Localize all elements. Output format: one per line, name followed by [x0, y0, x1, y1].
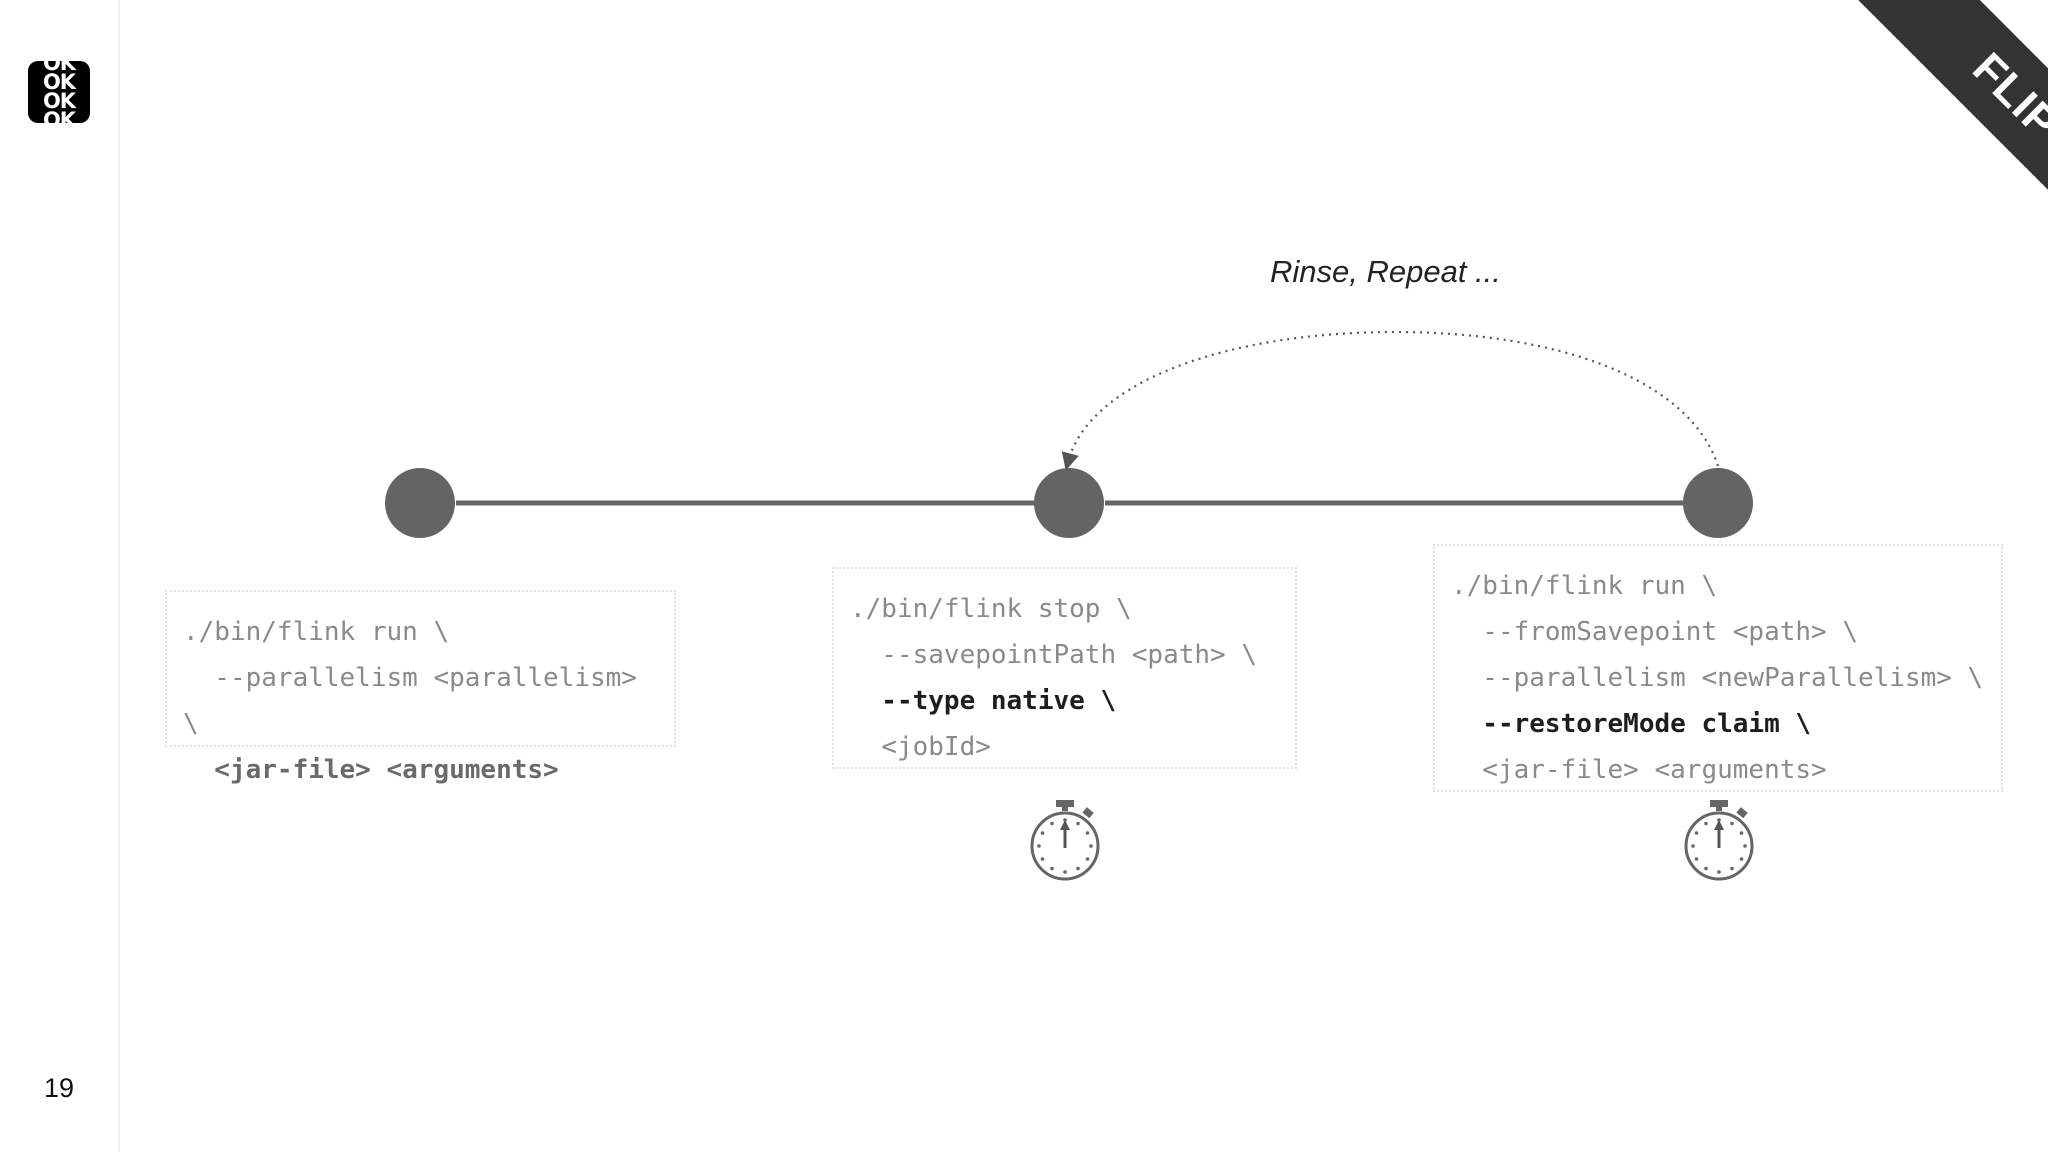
- code-line: ./bin/flink run \: [1451, 571, 1718, 601]
- logo-line: OK: [42, 70, 76, 94]
- code-line: --parallelism <newParallelism> \: [1451, 663, 1984, 693]
- logo-line: OK: [42, 89, 76, 113]
- code-line: --restoreMode claim \: [1451, 709, 1812, 739]
- node-circle-run: [385, 468, 455, 538]
- code-block-stop: ./bin/flink stop \ --savepointPath <path…: [832, 567, 1297, 769]
- dotted-arc-arrow-icon: [1061, 330, 1720, 471]
- page-number: 19: [44, 1073, 75, 1103]
- node-circle-stop: [1034, 468, 1104, 538]
- slide-sidebar: OK OK OK OK 19: [0, 0, 120, 1152]
- code-line: ./bin/flink stop \: [850, 594, 1132, 624]
- code-line: --fromSavepoint <path> \: [1451, 617, 1858, 647]
- ok-logo: OK OK OK OK: [28, 61, 90, 123]
- code-line: <jar-file> <arguments>: [183, 755, 559, 785]
- code-line: --savepointPath <path> \: [850, 640, 1257, 670]
- code-line: ./bin/flink run \: [183, 617, 450, 647]
- code-line: \: [183, 709, 199, 739]
- node-circle-rerun: [1683, 468, 1753, 538]
- code-line: --type native \: [850, 686, 1117, 716]
- code-block-run: ./bin/flink run \ --parallelism <paralle…: [165, 590, 676, 785]
- stopwatch-icon: [1030, 800, 1100, 881]
- code-line: <jobId>: [850, 732, 991, 762]
- code-line: --parallelism <parallelism>: [183, 663, 637, 693]
- code-line: <jar-file> <arguments>: [1451, 755, 1827, 785]
- logo-line: OK: [42, 61, 76, 75]
- stopwatch-icon: [1684, 800, 1754, 881]
- logo-line: OK: [42, 108, 76, 124]
- loop-caption: Rinse, Repeat ...: [1270, 254, 1501, 289]
- code-block-rerun: ./bin/flink run \ --fromSavepoint <path>…: [1433, 544, 2003, 792]
